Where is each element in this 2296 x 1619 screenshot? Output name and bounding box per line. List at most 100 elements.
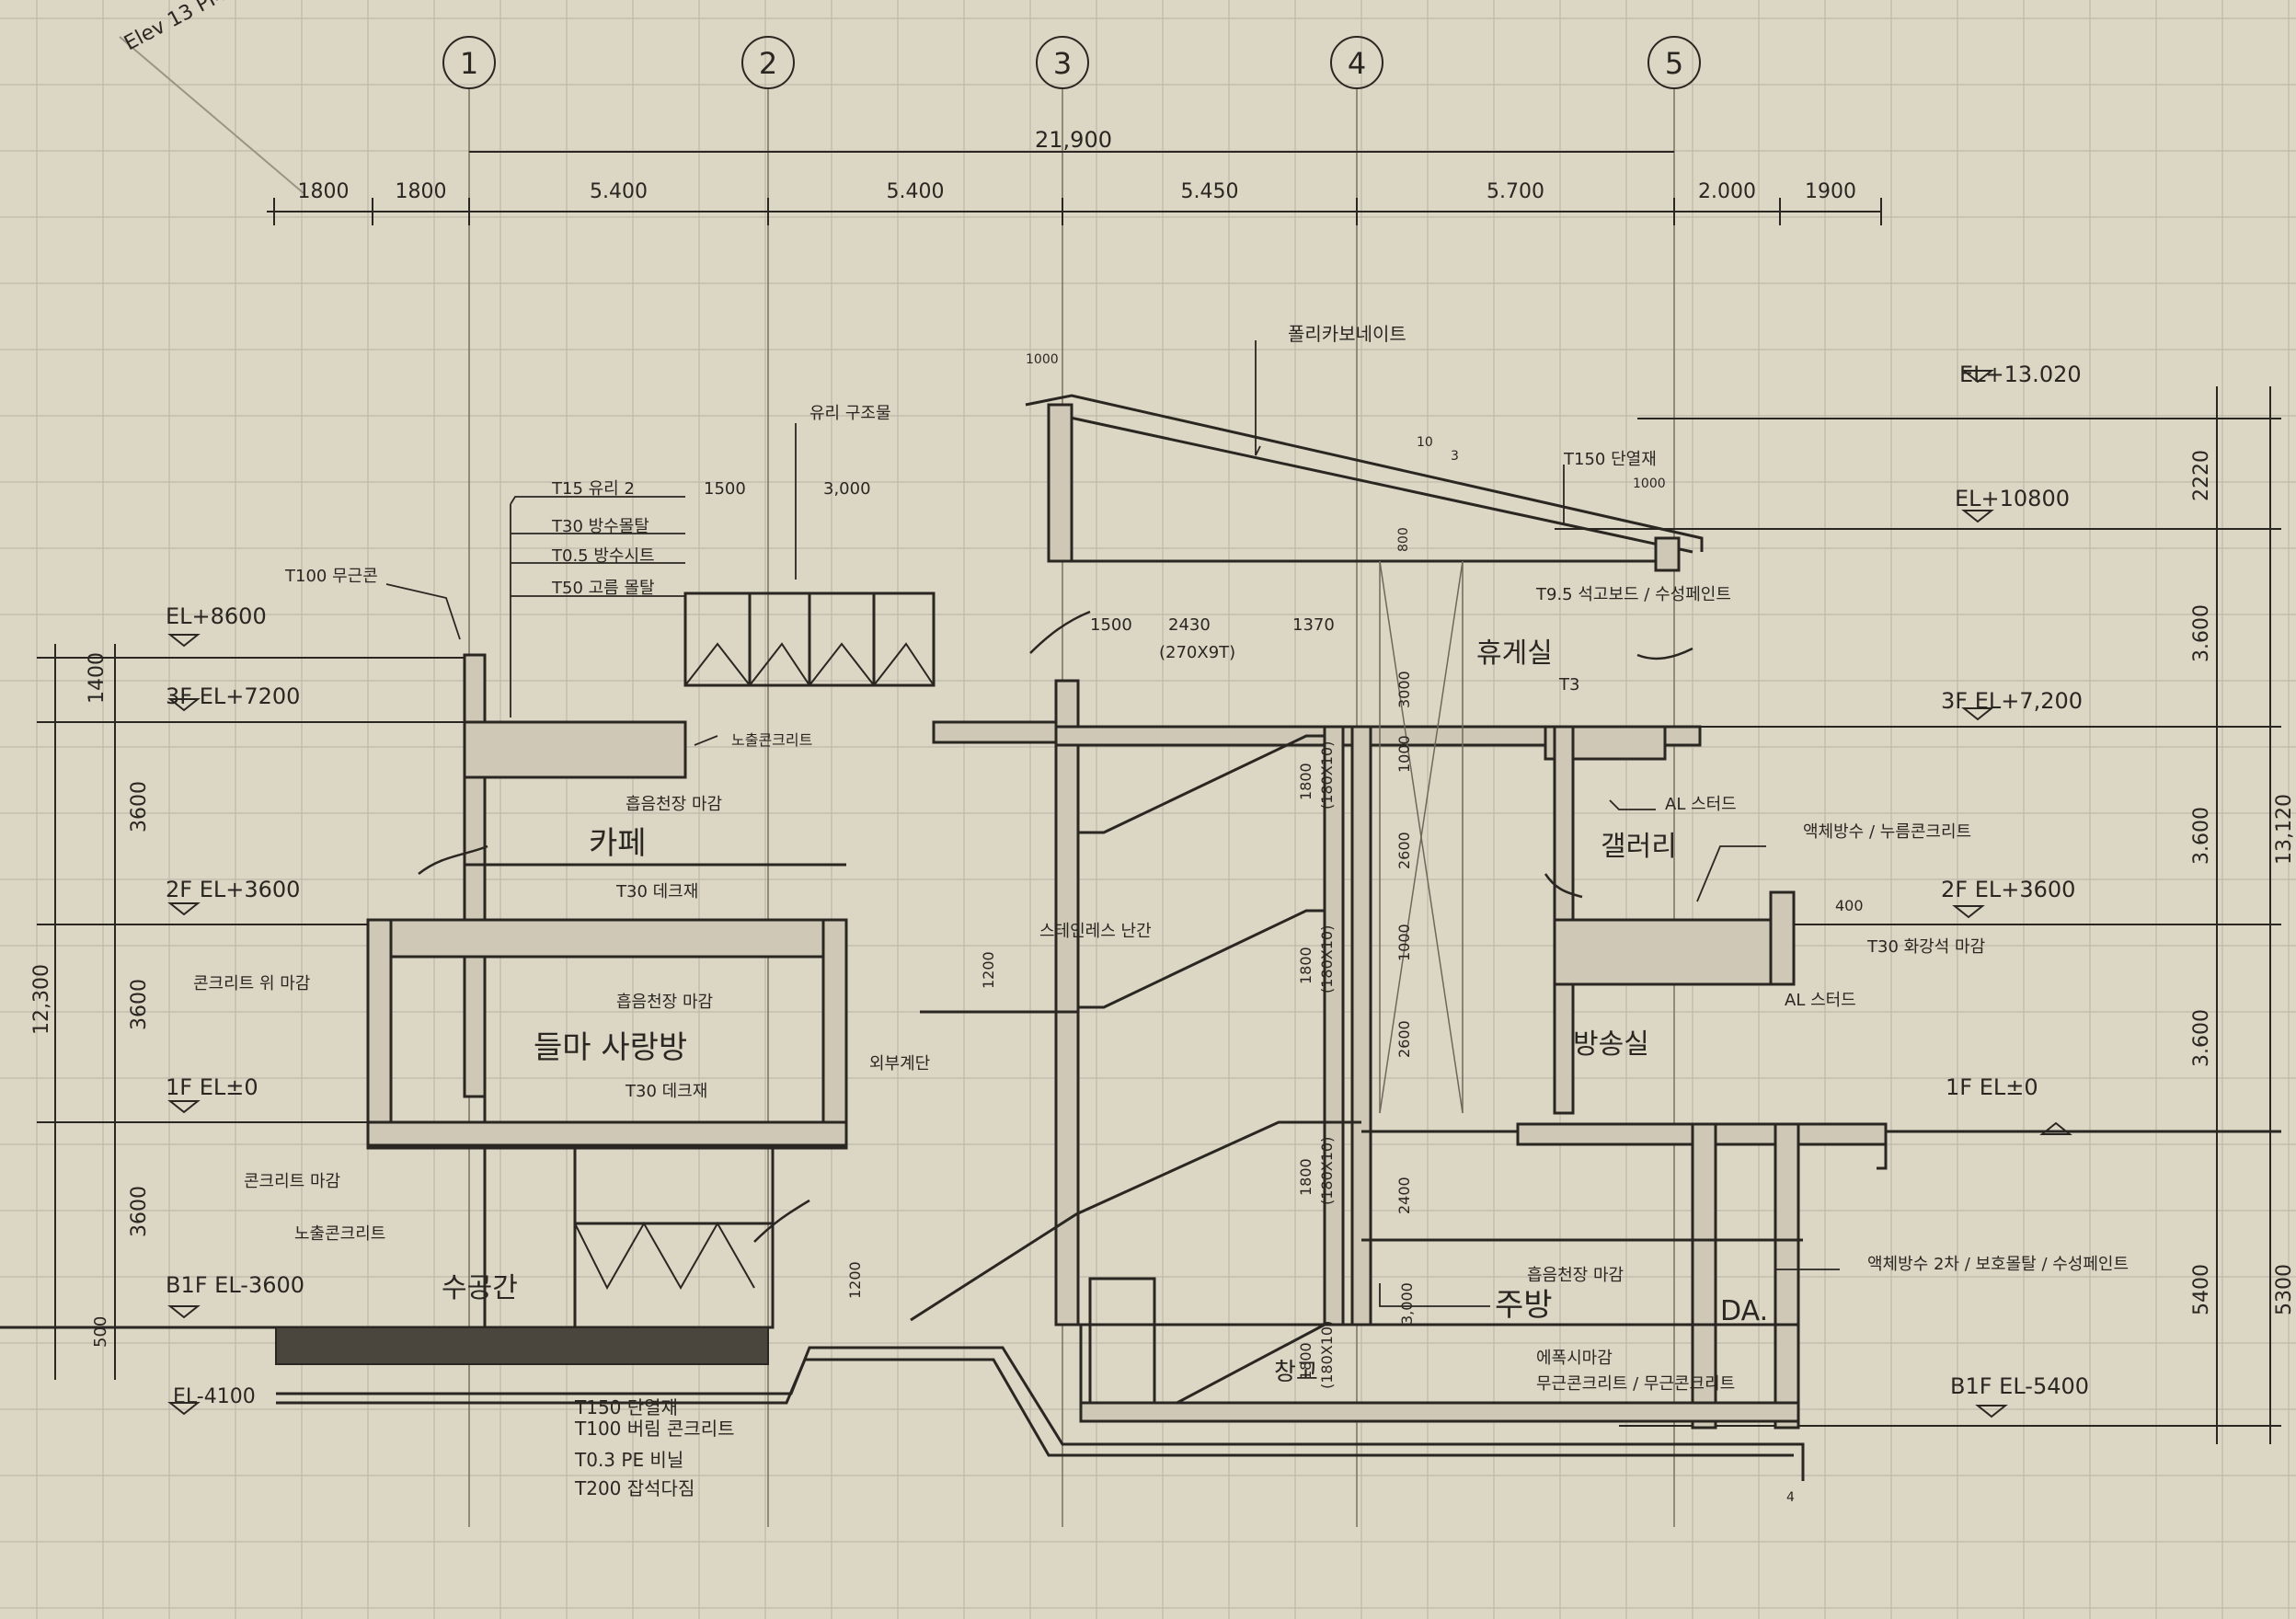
- level-2f-right: 2F EL+3600: [1941, 877, 2075, 902]
- note-t95: T9.5 석고보드 / 수성페인트: [1535, 585, 1731, 604]
- dim-right-3600-c: 3.600: [2190, 1009, 2213, 1067]
- dim-4-bottom: 4: [1786, 1490, 1795, 1505]
- stair-dim-1b: (180X10): [1318, 741, 1336, 810]
- room-sarangbang: 들마 사랑방: [534, 1029, 687, 1066]
- building-section: [275, 394, 1888, 1481]
- note-roof-top: 유리 구조물: [809, 404, 891, 423]
- note-t30-floor2: T30 데크재: [625, 1082, 707, 1101]
- axis-bubble-5: [1647, 36, 1701, 89]
- note-exterior: 외부계단: [869, 1054, 930, 1074]
- left-vertical-dimensions: 1400 3600 3600 3600 12,300 500: [30, 652, 151, 1348]
- bay-dim-3: 5.400: [887, 180, 945, 203]
- column-hatching: [1379, 560, 1464, 1114]
- note-al-stud: AL 스터드: [1665, 795, 1737, 814]
- note-t5-water: T0.5 방수시트: [551, 546, 655, 566]
- vdim-2600: 2600: [1395, 832, 1413, 869]
- dim-right-total: 13,120: [2273, 794, 2296, 865]
- level-1f-right: 1F EL±0: [1946, 1074, 2038, 1100]
- dim-1500-side: 1500: [1090, 615, 1132, 635]
- bay-dim-6: 2.000: [1698, 180, 1756, 203]
- level-b1-left: B1F EL-3600: [166, 1272, 304, 1298]
- note-floor-k2: 무근콘크리트 / 무근콘크리트: [1536, 1374, 1735, 1394]
- note-waterproof: 액체방수 / 누름콘크리트: [1803, 822, 1971, 842]
- leader-lines: [385, 340, 1840, 1307]
- dim-left-total: 12,300: [30, 964, 53, 1035]
- vdim-2400: 2400: [1395, 1177, 1413, 1214]
- dim-1370: 1370: [1292, 615, 1335, 635]
- slope-10: 10: [1417, 435, 1433, 450]
- note-t15-glass: T15 유리 2: [551, 479, 635, 499]
- note-t150-roof: T150 단열재: [1563, 450, 1657, 469]
- bay-dim-1: 1800: [396, 180, 447, 203]
- note-t30-deck: T30 데크재: [615, 882, 698, 901]
- room-gallery: 갤러리: [1601, 831, 1677, 863]
- dim-1500: 1500: [704, 479, 746, 499]
- dim-right-2220: 2220: [2190, 450, 2213, 501]
- dim-right-5300: 5300: [2273, 1264, 2296, 1315]
- axis-bubble-3: [1036, 36, 1089, 89]
- note-ceiling3: 흡음천장 마감: [626, 795, 722, 814]
- dim-right-5400: 5400: [2190, 1264, 2213, 1315]
- corner-stamp: Elev 13 PM: [119, 0, 304, 194]
- dim-1200b: 1200: [846, 1261, 864, 1299]
- dim-right-3600-a: 3.600: [2190, 604, 2213, 662]
- level-el-top: EL+13.020: [1959, 362, 2082, 387]
- stair-dim-3: 1800: [1297, 1158, 1314, 1196]
- note-base3: T0.3 PE 비닐: [574, 1449, 683, 1471]
- dim-400: 400: [1835, 897, 1864, 914]
- dim-left-500: 500: [91, 1316, 110, 1348]
- dim-1000-top: 1000: [1026, 352, 1059, 367]
- level-3f-right: 3F EL+7,200: [1941, 688, 2083, 714]
- top-dimensions: [267, 151, 1881, 212]
- level-el-8600: EL+8600: [166, 603, 267, 629]
- note-ceiling2: 흡음천장 마감: [616, 993, 713, 1012]
- note-stair-rail: 스테인레스 난간: [1039, 922, 1152, 941]
- overall-dimension: 21,900: [1035, 127, 1112, 153]
- level-1f-left: 1F EL±0: [166, 1074, 258, 1100]
- note-floor-k1: 에폭시마감: [1536, 1349, 1613, 1368]
- annotations: 폴리카보네이트 유리 구조물 T150 단열재 T15 유리 2 T30 방수몰…: [193, 323, 2129, 1499]
- axis-label-3: 3: [1053, 46, 1072, 81]
- note-base4: T200 잡석다짐: [574, 1477, 695, 1499]
- vdim-800: 800: [1396, 527, 1411, 552]
- dim-left-1400: 1400: [86, 652, 109, 704]
- axis-bubble-4: [1330, 36, 1383, 89]
- stair-dim-3b: (180X10): [1318, 1137, 1336, 1205]
- vdim-3000b: 3,000: [1398, 1282, 1416, 1325]
- stair-dim-4: 1800: [1297, 1342, 1314, 1380]
- note-ceiling-b: 콘크리트 마감: [244, 1172, 340, 1191]
- vdim-1000: 1000: [1395, 735, 1413, 773]
- dim-right-3600-b: 3.600: [2190, 807, 2213, 865]
- bay-dim-4: 5.450: [1181, 180, 1239, 203]
- inline-dimensions: 10 3 1000 1000 1500 3,000 2430 (270X9T) …: [704, 352, 1864, 1505]
- axis-label-5: 5: [1665, 46, 1683, 81]
- slope-3: 3: [1451, 449, 1459, 464]
- stair-dim-2: 1800: [1297, 947, 1314, 984]
- right-vertical-dimensions: 2220 3.600 3.600 3.600 13,120 5400 5300: [2190, 450, 2296, 1315]
- axis-bubble-2: [741, 36, 795, 89]
- note-stone: 노출콘크리트: [294, 1224, 385, 1244]
- note-t-block: T50 고름 몰탈: [551, 579, 655, 598]
- room-broadcast: 방송실: [1573, 1028, 1649, 1061]
- note-wall-finish: 콘크리트 위 마감: [193, 974, 310, 993]
- room-da: DA.: [1720, 1295, 1768, 1327]
- dim-1200: 1200: [980, 951, 997, 989]
- level-el-10800: EL+10800: [1955, 486, 2070, 511]
- dim-3000: 3,000: [823, 479, 871, 499]
- bay-dim-5: 5.700: [1487, 180, 1544, 203]
- level-el-low: EL-4100: [173, 1385, 256, 1408]
- dim-left-3600-a: 3600: [128, 781, 151, 832]
- note-b1-wall: 액체방수 2차 / 보호몰탈 / 수성페인트: [1867, 1255, 2129, 1274]
- dim-left-3600-c: 3600: [128, 1186, 151, 1237]
- airflow-arrows: [418, 610, 1693, 1243]
- dim-left-3600-b: 3600: [128, 979, 151, 1030]
- note-al-stud2: AL 스터드: [1785, 991, 1856, 1010]
- dim-stair-top: 2430: [1168, 615, 1211, 635]
- room-cafe: 카페: [589, 825, 647, 862]
- room-lounge: 휴게실: [1476, 637, 1553, 670]
- room-storage: 창고: [1274, 1359, 1318, 1386]
- dim-stair-top-sub: (270X9T): [1159, 643, 1235, 662]
- vdim-2600b: 2600: [1395, 1020, 1413, 1058]
